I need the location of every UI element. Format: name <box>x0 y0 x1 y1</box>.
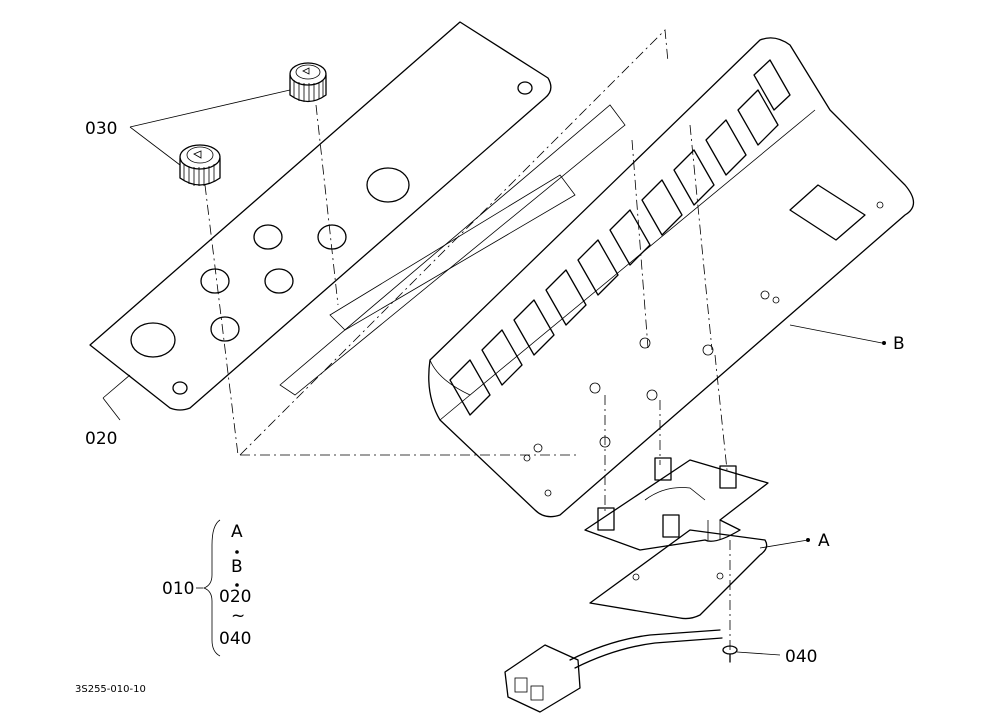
callout-040: 040 <box>785 647 817 667</box>
callout-030: 030 <box>85 119 117 139</box>
callout-b: B <box>893 334 905 354</box>
assembly-legend: 010 A B 020 ~ 040 <box>162 522 251 649</box>
legend-line-a: A <box>231 522 243 542</box>
knob-030-upper <box>289 62 327 103</box>
legend-number: 010 <box>162 579 194 599</box>
switch-panel-b <box>428 37 915 518</box>
legend-line-020: 020 <box>219 587 251 607</box>
circuit-board-a <box>584 457 769 620</box>
drawing-id: 3S255-010-10 <box>75 684 146 695</box>
callout-a: A <box>818 531 830 551</box>
legend-line-b: B <box>231 557 243 577</box>
legend-line-040: 040 <box>219 629 251 649</box>
decal-sheet-020 <box>89 21 552 411</box>
legend-tilde: ~ <box>231 606 245 626</box>
phantom-frames <box>239 29 669 456</box>
leader-lines <box>102 89 886 657</box>
assembly-dash-lines <box>204 104 731 650</box>
callout-020: 020 <box>85 429 117 449</box>
wire-harness-connector <box>504 629 723 713</box>
knob-030-lower <box>179 144 221 186</box>
callout-labels: 030 020 B A 040 <box>85 119 905 667</box>
